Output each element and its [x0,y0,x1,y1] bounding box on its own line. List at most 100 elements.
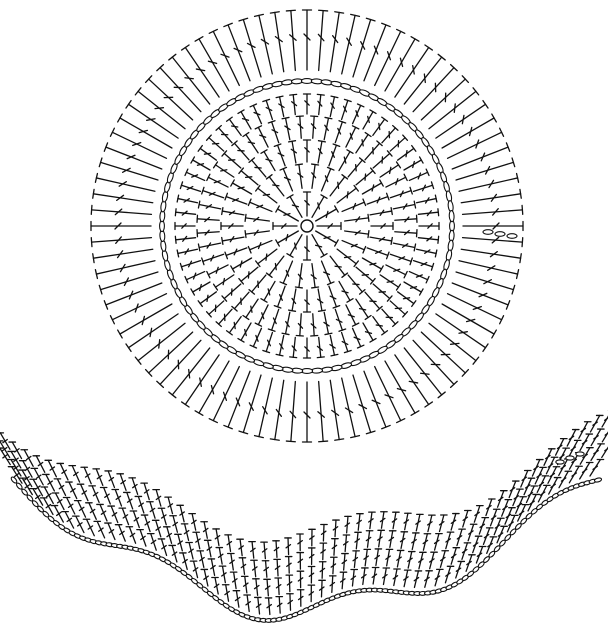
double-crochet-stitch [382,128,395,143]
double-crochet-stitch [319,11,323,71]
double-crochet-stitch [291,11,295,71]
stitch-yarn-over-slash [454,104,455,112]
double-crochet-stitch [181,185,200,191]
double-crochet-stitch [356,135,368,153]
double-crochet-stitch [112,132,166,158]
stitch-top-bar [270,439,279,440]
stitch-yarn-over-slash [338,182,339,188]
double-crochet-stitch [463,210,523,214]
stitch-yarn-over-slash [258,281,259,287]
stitch-top-bar [483,101,488,108]
double-crochet-stitch [373,317,385,333]
stitch-top-bar [365,316,371,320]
stitch-yarn-over-slash [467,319,475,321]
stitch-top-bar [365,133,371,137]
stitch-top-bar [91,205,92,214]
stitch-top-bar [492,330,497,338]
stitch-yarn-over-slash [462,115,464,123]
stitch-yarn-over-slash [365,174,366,180]
double-crochet-stitch [138,323,185,360]
double-crochet-stitch [395,48,429,98]
stitch-yarn-over-slash [211,386,213,394]
double-crochet-stitch [342,15,355,73]
stitch-top-bar [412,301,416,307]
stitch-top-bar [318,310,325,311]
double-crochet-stitch [362,258,381,269]
stitch-top-bar [438,209,439,216]
double-crochet-stitch [346,127,356,147]
stitch-top-bar [93,189,94,198]
stitch-yarn-over-slash [150,328,152,336]
double-crochet-stitch [96,261,154,274]
stitch-top-bar [245,231,246,238]
stitch-yarn-over-slash [362,275,368,276]
double-crochet-stitch [337,249,356,264]
stitch-yarn-over-slash [286,235,288,241]
stitch-top-bar [435,250,436,257]
double-crochet-stitch [246,299,258,317]
stitch-top-bar [411,411,419,416]
double-crochet-stitch [228,371,250,427]
stitch-yarn-over-slash [362,140,363,146]
stitch-yarn-over-slash [353,284,359,285]
stitch-top-bar [198,146,202,152]
double-crochet-stitch [367,248,388,256]
double-crochet-stitch [421,79,465,120]
stitch-top-bar [520,254,521,263]
stitch-top-bar [286,10,295,11]
double-crochet-stitch [259,15,272,73]
double-crochet-stitch [233,183,252,194]
stitch-top-bar [289,141,296,142]
double-crochet-stitch [233,258,252,269]
stitch-top-bar [245,214,246,221]
double-crochet-stitch [224,284,241,299]
stitch-top-bar [438,392,445,398]
stitch-top-bar [391,208,392,215]
double-crochet-stitch [199,39,229,91]
double-crochet-stitch [339,281,350,300]
stitch-top-bar [295,164,302,165]
stitch-yarn-over-slash [406,151,407,157]
stitch-yarn-over-slash [400,58,402,66]
stitch-top-bar [331,354,338,355]
double-crochet-stitch [404,348,441,395]
double-crochet-stitch [101,272,158,290]
double-crochet-stitch [160,340,201,384]
stitch-yarn-over-slash [275,264,276,270]
double-crochet-stitch [373,119,385,135]
stitch-top-bar [126,344,131,351]
chain-stitch [483,230,493,235]
stitch-top-bar [414,201,415,208]
stitch-top-bar [368,214,369,221]
join-chains [483,230,517,239]
stitch-yarn-over-slash [413,66,415,74]
double-crochet-stitch [278,231,299,243]
double-crochet-stitch [213,367,239,421]
stitch-top-bar [319,441,328,442]
stitch-top-bar [177,195,178,202]
stitch-yarn-over-slash [421,373,429,374]
double-crochet-stitch [193,282,210,292]
stitch-top-bar [175,236,176,243]
double-crochet-stitch [250,202,272,211]
stitch-top-bar [286,441,295,442]
stitch-yarn-over-slash [139,130,147,132]
stitch-yarn-over-slash [424,74,425,82]
stitch-yarn-over-slash [232,126,238,127]
double-crochet-stitch [226,197,247,205]
double-crochet-stitch [380,165,398,177]
round-base-chart [91,10,523,442]
stitch-top-bar [317,94,324,95]
double-crochet-stitch [421,332,465,373]
double-crochet-stitch [241,112,251,129]
double-crochet-stitch [253,328,261,346]
double-crochet-stitch [413,340,454,384]
double-crochet-stitch [330,177,345,196]
stitch-yarn-over-slash [266,159,272,161]
stitch-top-bar [243,133,249,137]
stitch-top-bar [522,205,523,214]
double-crochet-stitch [229,317,241,333]
double-crochet-stitch [138,91,185,128]
stitch-top-bar [414,244,415,251]
double-crochet-stitch [199,361,229,413]
